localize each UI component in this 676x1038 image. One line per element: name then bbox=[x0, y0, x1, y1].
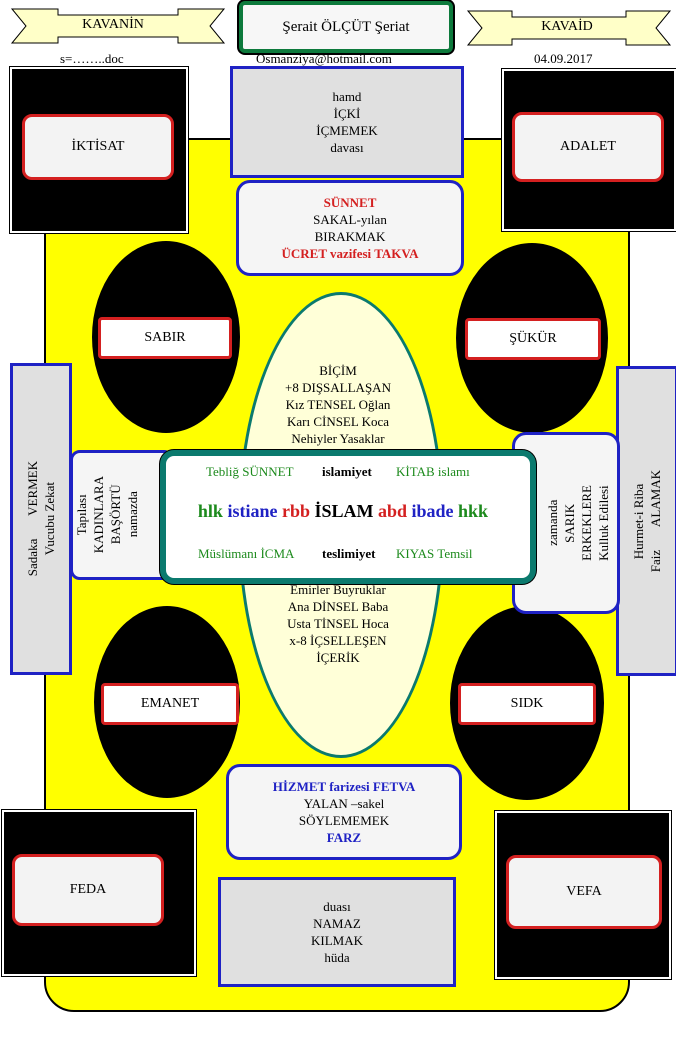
hamd-line-3: İÇMEMEK bbox=[316, 123, 378, 138]
riba-text: Hurmet-i Riba Faiz ALAMAK bbox=[630, 470, 664, 572]
sunnet-line-4: ÜCRET vazifesi TAKVA bbox=[281, 246, 419, 261]
left-ribbon-label: KAVANİN bbox=[82, 17, 144, 32]
sukur-box: ŞÜKÜR bbox=[465, 318, 601, 360]
istiane-word: istiane bbox=[227, 500, 278, 521]
riba-box: Hurmet-i Riba Faiz ALAMAK bbox=[616, 366, 676, 676]
hizmet-title: HİZMET farizesi FETVA bbox=[272, 779, 416, 794]
duasi-text: duası bbox=[323, 899, 351, 914]
ibade-word: ibade bbox=[411, 500, 454, 521]
iktisat-box: İKTİSAT bbox=[22, 114, 174, 180]
rbb-word: rbb bbox=[281, 500, 310, 521]
namaz-box: duası NAMAZ KILMAK hüda bbox=[218, 877, 456, 987]
islam-center-box bbox=[160, 450, 536, 584]
icerik-text: İÇERİK bbox=[316, 650, 360, 665]
vefa-box: VEFA bbox=[506, 855, 662, 929]
faiz-word: Faiz bbox=[648, 549, 663, 573]
page-title: Şerait ÖLÇÜT Şeriat bbox=[282, 18, 410, 35]
sarik-text: zamanda SARIK ERKEKLERE Kulluk Edilesi bbox=[544, 485, 612, 561]
islamiyet-text: islamiyet bbox=[322, 464, 372, 479]
nehiyler-text: Nehiyler Yasaklar bbox=[291, 431, 385, 446]
icsellesen-text: x-8 İÇSELLEŞEN bbox=[289, 633, 387, 648]
hamd-box: hamd İÇKİ İÇMEMEK davası bbox=[230, 66, 464, 178]
emanet-box: EMANET bbox=[101, 683, 239, 725]
file-name: s=……..doc bbox=[60, 51, 124, 66]
sunnet-box: SÜNNET SAKAL-yılan BIRAKMAK ÜCRET vazife… bbox=[236, 180, 464, 276]
hizmet-line-2: YALAN –sakel bbox=[303, 796, 385, 811]
left-ribbon-shape bbox=[10, 8, 226, 44]
kilmak-text: KILMAK bbox=[311, 933, 363, 948]
vermek-word: VERMEK bbox=[25, 461, 40, 517]
kulluk-word: Kulluk Edilesi bbox=[596, 485, 611, 561]
right-ribbon-label: KAVAİD bbox=[541, 19, 593, 34]
adalet-box: ADALET bbox=[512, 112, 664, 182]
basortu-text: Tapılası KADINLARA BAŞÖRTÜ namazda bbox=[73, 476, 141, 553]
hlk-word: hlk bbox=[197, 500, 223, 521]
sabir-box: SABIR bbox=[98, 317, 232, 359]
basortu-word: BAŞÖRTÜ bbox=[108, 485, 123, 545]
title-box: Şerait ÖLÇÜT Şeriat bbox=[239, 1, 453, 53]
huda-text: hüda bbox=[324, 950, 350, 965]
hurmet-riba: Hurmet-i Riba bbox=[631, 483, 646, 559]
muslumani-icma: Müslümanı İCMA bbox=[198, 546, 295, 561]
vefa-label: VEFA bbox=[566, 884, 602, 899]
emirler-text: Emirler Buyruklar bbox=[290, 582, 386, 597]
islam-row-3: Müslümanı İCMA teslimiyet KIYAS Temsil bbox=[170, 546, 520, 564]
feda-box: FEDA bbox=[12, 854, 164, 926]
bicim-text: BİÇİM bbox=[319, 363, 357, 378]
sadaka-text: Sadaka VERMEK Vucubu Zekat bbox=[24, 461, 58, 576]
iktisat-label: İKTİSAT bbox=[71, 139, 125, 154]
vucubu-zekat: Vucubu Zekat bbox=[42, 482, 57, 556]
teblig-sunnet: Tebliğ SÜNNET bbox=[206, 464, 294, 479]
right-ribbon-shape bbox=[466, 10, 672, 46]
hamd-line-2: İÇKİ bbox=[333, 106, 361, 121]
feda-label: FEDA bbox=[69, 882, 107, 897]
sabir-label: SABIR bbox=[144, 330, 186, 345]
hizmet-line-3: SÖYLEMEMEK bbox=[298, 813, 390, 828]
sarik-word: SARIK bbox=[562, 503, 577, 543]
kiyas-temsil: KIYAS Temsil bbox=[396, 546, 473, 561]
hamd-line-4: davası bbox=[330, 140, 364, 155]
basortu-box: Tapılası KADINLARA BAŞÖRTÜ namazda bbox=[70, 450, 174, 580]
teslimiyet-text: teslimiyet bbox=[322, 546, 376, 561]
dinsel-text: Ana DİNSEL Baba bbox=[287, 599, 389, 614]
kadinlara-word: KADINLARA bbox=[91, 476, 106, 554]
sadaka-word: Sadaka bbox=[25, 539, 40, 577]
dissallasan-text: +8 DIŞSALLAŞAN bbox=[285, 380, 391, 395]
sadaka-box: Sadaka VERMEK Vucubu Zekat bbox=[10, 363, 72, 675]
alamak-word: ALAMAK bbox=[648, 469, 663, 527]
hkk-word: hkk bbox=[458, 500, 489, 521]
tinsel-text: Usta TİNSEL Hoca bbox=[287, 616, 389, 631]
zamanda-word: zamanda bbox=[545, 499, 560, 547]
date-text: 04.09.2017 bbox=[534, 51, 593, 66]
sunnet-line-2: SAKAL-yılan bbox=[313, 212, 387, 227]
oval-bottom-text: Emirler Buyruklar Ana DİNSEL Baba Usta T… bbox=[258, 574, 418, 666]
cinsel-text: Karı CİNSEL Koca bbox=[286, 414, 390, 429]
hamd-line-1: hamd bbox=[332, 89, 362, 104]
kitab-islami: KİTAB islamı bbox=[396, 464, 470, 479]
tensel-text: Kız TENSEL Oğlan bbox=[285, 397, 391, 412]
sukur-label: ŞÜKÜR bbox=[509, 331, 557, 346]
sunnet-title: SÜNNET bbox=[323, 195, 377, 210]
sunnet-line-3: BIRAKMAK bbox=[314, 229, 386, 244]
sidk-label: SIDK bbox=[510, 696, 544, 711]
erkeklere-word: ERKEKLERE bbox=[579, 485, 594, 561]
adalet-label: ADALET bbox=[560, 139, 616, 154]
islam-row-1: Tebliğ SÜNNET islamiyet KİTAB islamı bbox=[170, 464, 520, 482]
oval-top-text: BİÇİM +8 DIŞSALLAŞAN Kız TENSEL Oğlan Ka… bbox=[258, 362, 418, 452]
hizmet-box: HİZMET farizesi FETVA YALAN –sakel SÖYLE… bbox=[226, 764, 462, 860]
sidk-box: SIDK bbox=[458, 683, 596, 725]
namaz-text: NAMAZ bbox=[313, 916, 361, 931]
islam-word: İSLAM bbox=[314, 500, 374, 521]
namazda-word: namazda bbox=[125, 491, 140, 539]
farz-text: FARZ bbox=[326, 830, 362, 845]
abd-word: abd bbox=[377, 500, 408, 521]
email-text: Osmanziya@hotmail.com bbox=[256, 51, 392, 66]
tapilasi-word: Tapılası bbox=[74, 494, 89, 536]
islam-row-2: hlk istiane rbb İSLAM abd ibade hkk bbox=[168, 498, 518, 524]
emanet-label: EMANET bbox=[140, 696, 200, 711]
